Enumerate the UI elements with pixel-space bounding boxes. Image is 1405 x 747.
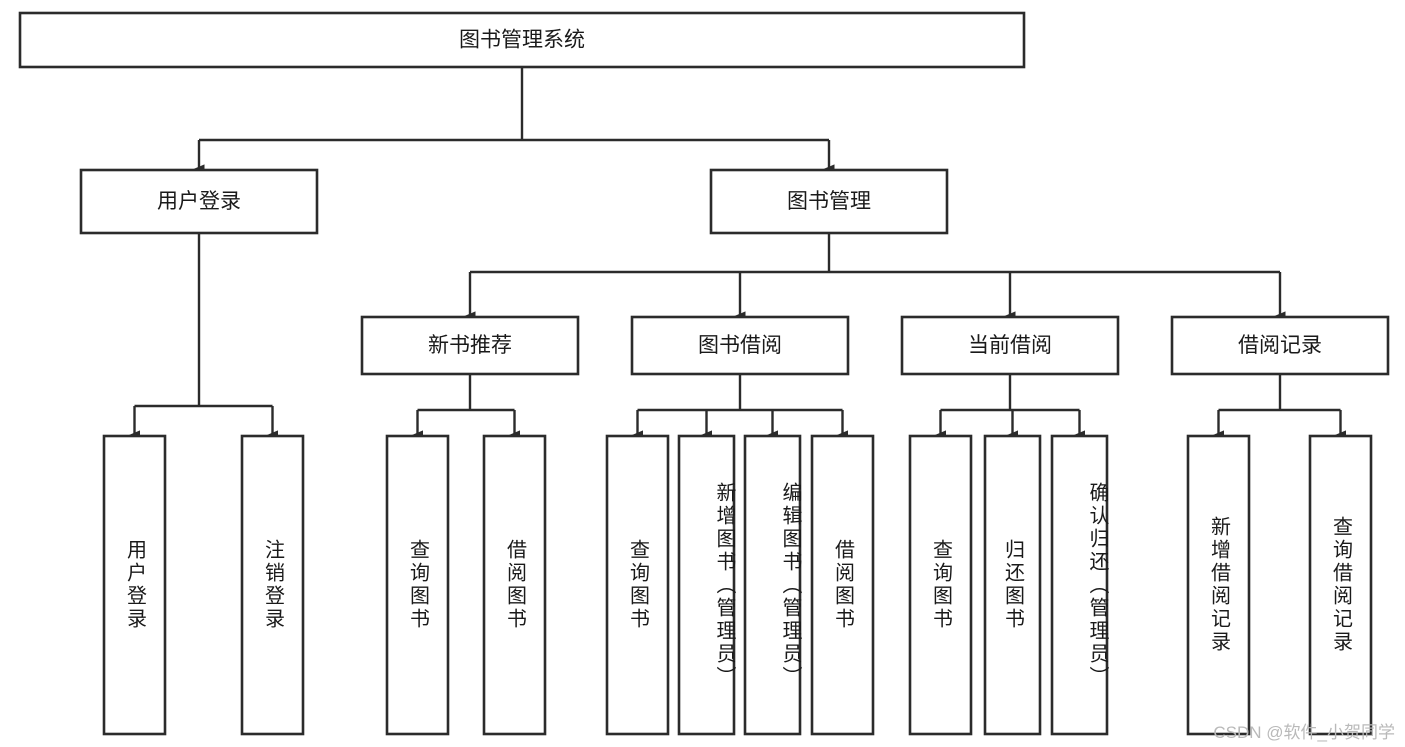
leaf-rect[interactable] [1308, 434, 1373, 736]
leaf-box[interactable] [385, 434, 450, 736]
level2-label: 图书管理 [787, 190, 871, 213]
level3-rect[interactable] [630, 315, 850, 376]
leaf-rect[interactable] [605, 434, 670, 736]
leaf-box[interactable] [810, 434, 875, 736]
leaf-box[interactable] [1308, 434, 1373, 736]
leaf-rect[interactable] [385, 434, 450, 736]
leaf-box[interactable] [1050, 434, 1109, 736]
level3-box[interactable]: 借阅记录 [1170, 315, 1390, 376]
level3-label: 新书推荐 [428, 334, 512, 357]
level3-rect[interactable] [1170, 315, 1390, 376]
root-rect[interactable] [18, 11, 1026, 69]
leaf-box[interactable] [482, 434, 547, 736]
leaf-box[interactable] [1186, 434, 1251, 736]
level3-label: 当前借阅 [968, 334, 1052, 357]
level3-box[interactable]: 当前借阅 [900, 315, 1120, 376]
level2-rect[interactable] [709, 168, 949, 235]
leaf-rect[interactable] [983, 434, 1042, 736]
leaf-box[interactable] [677, 434, 736, 736]
leaf-rect[interactable] [1050, 434, 1109, 736]
level3-rect[interactable] [900, 315, 1120, 376]
watermark-text: CSDN @软件_小贺同学 [1213, 723, 1395, 742]
leaf-rect[interactable] [810, 434, 875, 736]
leaf-box[interactable] [908, 434, 973, 736]
level2-box[interactable]: 用户登录 [79, 168, 319, 235]
level2-label: 用户登录 [157, 190, 241, 213]
leaf-box[interactable] [102, 434, 167, 736]
connector-layer [129, 67, 1346, 440]
root-label: 图书管理系统 [459, 29, 585, 52]
level3-label: 借阅记录 [1238, 334, 1322, 357]
leaf-box[interactable] [743, 434, 802, 736]
level3-box[interactable]: 图书借阅 [630, 315, 850, 376]
level3-box[interactable]: 新书推荐 [360, 315, 580, 376]
leaf-rect[interactable] [1186, 434, 1251, 736]
leaf-box[interactable] [983, 434, 1042, 736]
root-box[interactable]: 图书管理系统 [18, 11, 1026, 69]
level3-rect[interactable] [360, 315, 580, 376]
leaf-box[interactable] [240, 434, 305, 736]
leaf-rect[interactable] [102, 434, 167, 736]
leaf-rect[interactable] [482, 434, 547, 736]
level2-box[interactable]: 图书管理 [709, 168, 949, 235]
leaf-rect[interactable] [677, 434, 736, 736]
level2-rect[interactable] [79, 168, 319, 235]
leaf-box[interactable] [605, 434, 670, 736]
leaf-rect[interactable] [908, 434, 973, 736]
level3-label: 图书借阅 [698, 334, 782, 357]
leaf-rect[interactable] [240, 434, 305, 736]
leaf-rect[interactable] [743, 434, 802, 736]
